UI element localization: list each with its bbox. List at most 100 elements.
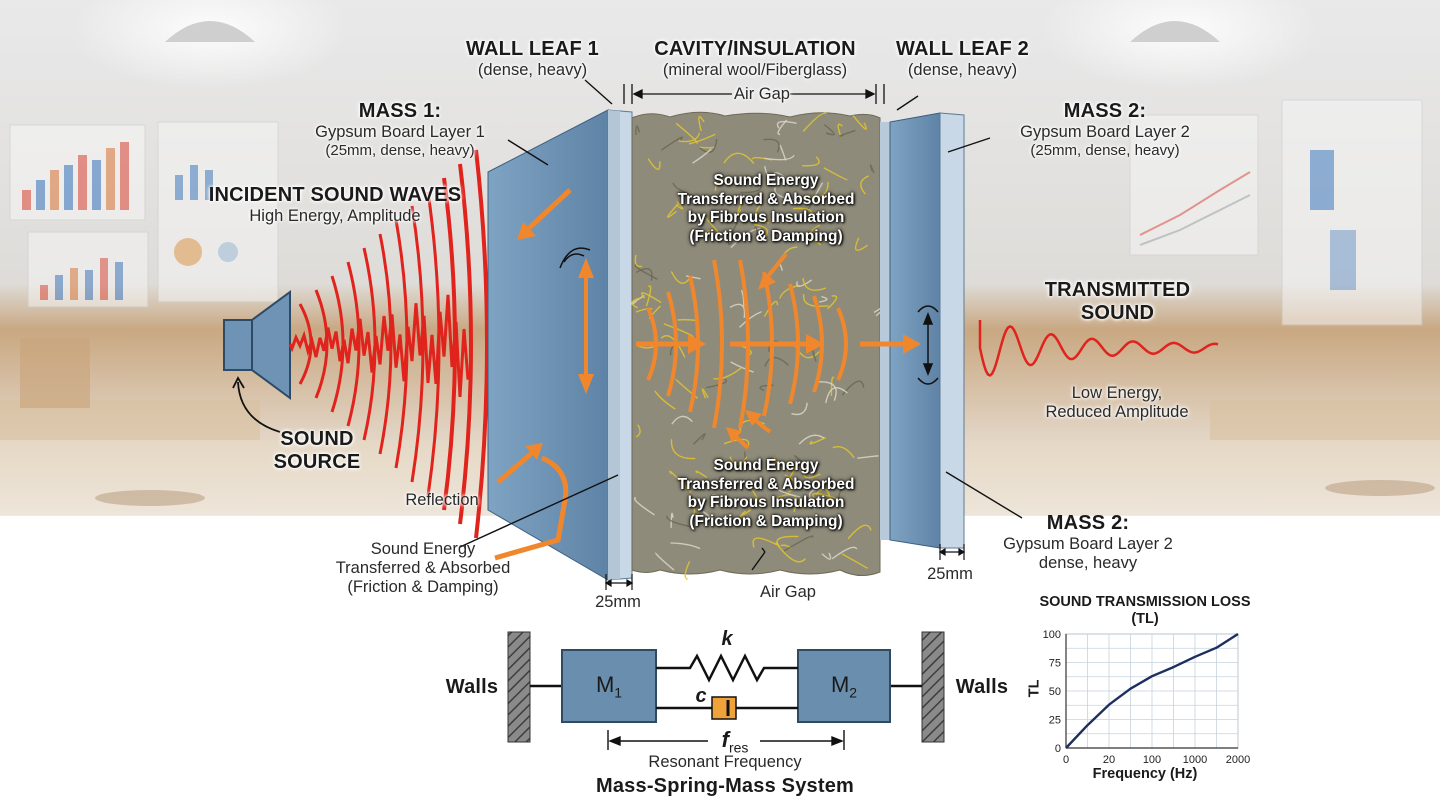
insulation-fiber <box>702 214 720 234</box>
insulation-fiber <box>837 123 843 136</box>
insulation-fiber <box>692 148 712 164</box>
mass-2-top-line1: Gypsum Board Layer 2 <box>1020 123 1190 141</box>
tl-x-tick-label: 20 <box>1103 754 1115 766</box>
wall-leaf-2-title: WALL LEAF 2 <box>896 38 1029 60</box>
insulation-fiber <box>635 424 641 438</box>
insulation-fiber <box>813 182 824 199</box>
spring-k-label: k <box>721 628 733 650</box>
insulation-fiber <box>830 376 835 396</box>
transmitted-line1: TRANSMITTED <box>1044 279 1191 301</box>
absorbed-wave-arc <box>738 259 750 429</box>
insulation-fiber <box>793 454 805 465</box>
mass-1-line1: Gypsum Board Layer 1 <box>315 123 485 141</box>
insulation-fiber <box>727 222 738 246</box>
mass-m1-base: M <box>595 672 615 697</box>
sound-source-line1: SOUND <box>280 428 354 450</box>
insulation-fiber <box>677 318 698 322</box>
insulation-fiber <box>729 456 748 466</box>
air-gap-bottom-label: Air Gap <box>760 583 816 601</box>
poster-right-1 <box>1129 114 1259 256</box>
insulation-fiber <box>852 114 867 130</box>
insulation-fiber <box>812 350 817 362</box>
insulation-fiber <box>802 112 827 132</box>
insulation-fiber <box>823 167 848 181</box>
incident-wave-arc <box>394 219 409 469</box>
insulation-fiber <box>678 132 701 143</box>
msm-title: Mass-Spring-Mass System <box>595 775 855 797</box>
insulation-fiber <box>750 487 761 508</box>
insulation-fiber <box>777 119 788 136</box>
insulation-fiber <box>802 156 820 167</box>
incident-wave-arc <box>474 149 489 539</box>
insulation-fiber <box>654 390 676 410</box>
insulation-fiber <box>663 323 694 338</box>
mass-m2-label: M2 <box>798 672 890 700</box>
inner-top-line1: Sound Energy <box>713 172 819 189</box>
mass-2-bottom-line1: Gypsum Board Layer 2 <box>1003 535 1173 553</box>
tl-y-tick-label: 75 <box>1049 658 1061 670</box>
absorbed-wave-arc <box>646 307 658 381</box>
insulation-fiber <box>730 227 761 249</box>
insulation-fiber <box>669 470 692 493</box>
absorbed-wave-arc <box>836 307 848 381</box>
mass-m1-label: M1 <box>562 672 656 700</box>
insulation-fiber <box>764 154 795 161</box>
wall-leaf-1-label: WALL LEAF 1 (dense, heavy) <box>455 38 610 80</box>
inner-bottom-line3: by Fibrous Insulation <box>687 494 845 512</box>
insulation-fiber <box>755 204 769 224</box>
insulation-fiber <box>777 462 795 478</box>
walls-left-label: Walls <box>445 676 499 698</box>
insulation-fiber <box>647 158 661 170</box>
insulation-fiber <box>635 268 653 281</box>
mass-1-line2: (25mm, dense, heavy) <box>325 141 475 159</box>
insulation-fiber <box>670 542 701 550</box>
insulation-fiber <box>763 138 780 153</box>
insulation-fiber <box>693 433 706 445</box>
mass-2-bottom-label: MASS 2: Gypsum Board Layer 2 dense, heav… <box>978 512 1198 573</box>
mass-2-bottom-title: MASS 2: <box>1046 512 1130 534</box>
insulation-fiber <box>825 387 848 404</box>
speaker-icon <box>223 290 291 400</box>
mass-1-title: MASS 1: <box>358 100 442 122</box>
transmitted-wave <box>978 320 1219 377</box>
insulation-fiber <box>739 509 752 517</box>
walls-right-label: Walls <box>955 676 1009 698</box>
mass-spring-mass-system <box>507 631 945 750</box>
mass-m1-box <box>561 649 657 723</box>
insulation-fiber <box>712 493 723 507</box>
insulation-fiber <box>823 124 835 136</box>
sound-source-label: SOUND SOURCE <box>262 428 372 474</box>
insulation-fiber <box>670 512 674 528</box>
damper-c-label: c <box>695 685 707 707</box>
tl-x-tick-label: 0 <box>1063 754 1069 766</box>
insulation-fiber <box>869 164 875 174</box>
tl-chart-ylabel: TL <box>1026 679 1043 698</box>
insulation-fiber <box>701 388 709 399</box>
insulation-fiber <box>831 546 858 560</box>
insulation-fiber <box>635 125 641 136</box>
insulation-fiber <box>821 552 832 560</box>
insulation-fiber <box>804 181 829 198</box>
mass-2-top-title: MASS 2: <box>1063 100 1147 122</box>
wall-leaf-1-title: WALL LEAF 1 <box>466 38 599 60</box>
insulation-fiber <box>730 361 754 373</box>
inner-top-line2: Transferred & Absorbed <box>677 190 855 208</box>
insulation-fiber <box>714 178 733 191</box>
tl-y-tick-label: 100 <box>1043 629 1061 641</box>
insulation-fiber <box>713 366 743 380</box>
lamp-glow-right <box>1040 0 1320 90</box>
insulation-fiber <box>631 297 641 309</box>
insulation-fiber <box>655 552 675 571</box>
insulation-fiber <box>774 187 802 202</box>
background-box <box>20 338 90 408</box>
cavity-label: CAVITY/INSULATION (mineral wool/Fibergla… <box>640 38 870 80</box>
poster-left-2 <box>157 121 279 303</box>
wall-left-hatch <box>507 631 531 743</box>
insulation-fiber <box>802 294 829 308</box>
insulation-fiber <box>634 496 655 516</box>
left-energy-line3: (Friction & Damping) <box>347 577 499 596</box>
insulation-fiber <box>857 455 879 459</box>
mass-m2-sub: 2 <box>849 684 858 701</box>
